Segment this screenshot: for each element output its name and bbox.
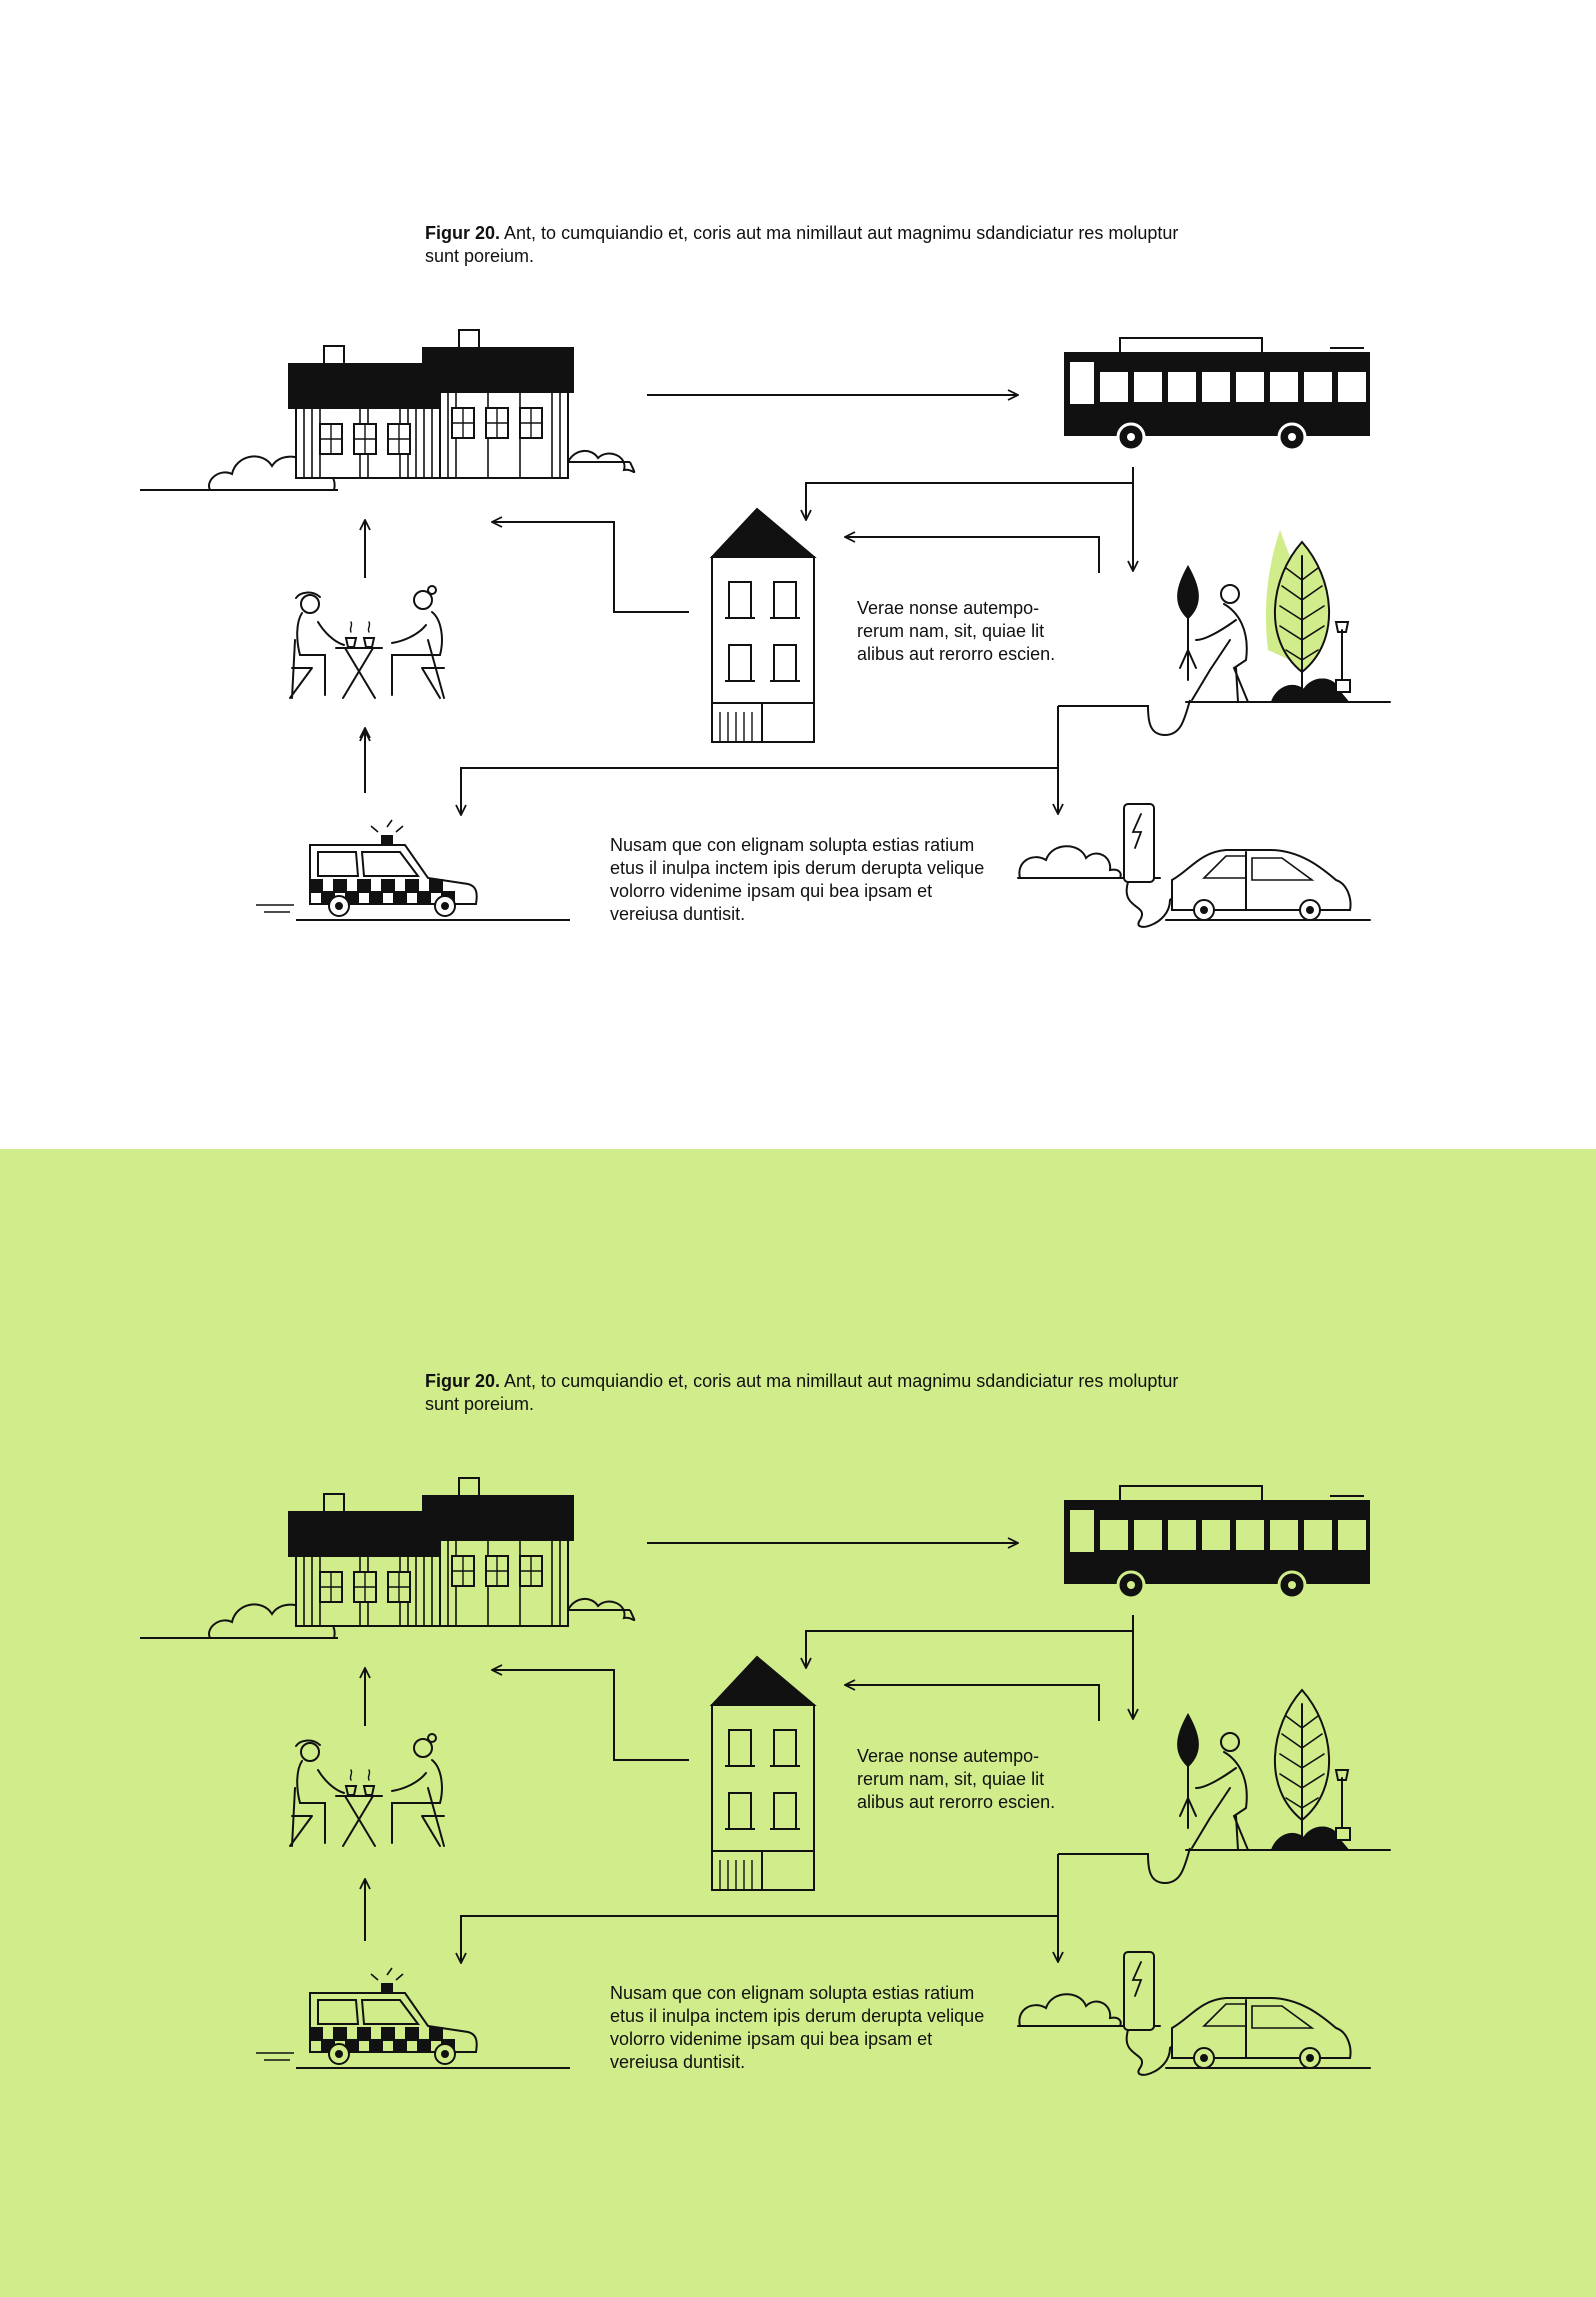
flow-arrows	[365, 1543, 1191, 1963]
note-apartment: Verae nonse autempo-rerum nam, sit, quia…	[857, 1746, 1056, 1812]
figure-caption-text: Ant, to cumquiandio et, coris aut ma nim…	[425, 1371, 1179, 1414]
arrow-to-security-car	[461, 1915, 1058, 1963]
diagram-panel-white: Figur 20. Ant, to cumquiandio et, coris …	[140, 222, 1391, 928]
arrow-planting-to-apartment	[845, 537, 1100, 573]
flow-diagram	[140, 329, 1391, 928]
bus-icon	[1064, 1485, 1370, 1600]
figure-label: Figur 20.	[425, 1371, 501, 1391]
bus-icon	[1064, 337, 1370, 452]
flow-diagram	[140, 1477, 1391, 2076]
flow-arrows	[365, 395, 1191, 815]
arrow-planting-route	[1058, 699, 1191, 737]
security-car-icon	[256, 1967, 570, 2069]
arrow-apartment-to-house	[492, 522, 689, 613]
note-apartment: Verae nonse autempo-rerum nam, sit, quia…	[857, 598, 1056, 664]
figure-label: Figur 20.	[425, 223, 501, 243]
figure-caption: Figur 20. Ant, to cumquiandio et, coris …	[425, 222, 1205, 268]
person-planting-tree-icon	[1177, 1688, 1391, 1851]
arrow-apartment-to-house	[492, 1670, 689, 1761]
arrow-to-security-car	[461, 767, 1058, 815]
figure-caption: Figur 20. Ant, to cumquiandio et, coris …	[425, 1370, 1205, 1416]
note-transport: Nusam que con elignam solupta estias rat…	[610, 1983, 985, 2072]
electric-car-charging-icon	[1017, 1951, 1371, 2076]
figure-caption-text: Ant, to cumquiandio et, coris aut ma nim…	[425, 223, 1179, 266]
people-at-cafe-table-icon	[289, 1733, 445, 1847]
person-planting-tree-icon	[1177, 530, 1391, 703]
house-icon	[140, 329, 636, 491]
arrow-bus-to-apartment	[806, 1615, 1134, 1668]
arrow-planting-to-apartment	[845, 1685, 1100, 1721]
arrow-planting-route	[1058, 1847, 1191, 1885]
note-transport: Nusam que con elignam solupta estias rat…	[610, 835, 985, 924]
arrow-bus-to-apartment	[806, 467, 1134, 520]
house-icon	[140, 1477, 636, 1639]
electric-car-charging-icon	[1017, 803, 1371, 928]
apartment-building-icon	[709, 1655, 817, 1891]
security-car-icon	[256, 819, 570, 921]
people-at-cafe-table-icon	[289, 585, 445, 699]
apartment-building-icon	[709, 507, 817, 743]
diagram-panel-green: Figur 20. Ant, to cumquiandio et, coris …	[0, 1149, 1596, 2297]
